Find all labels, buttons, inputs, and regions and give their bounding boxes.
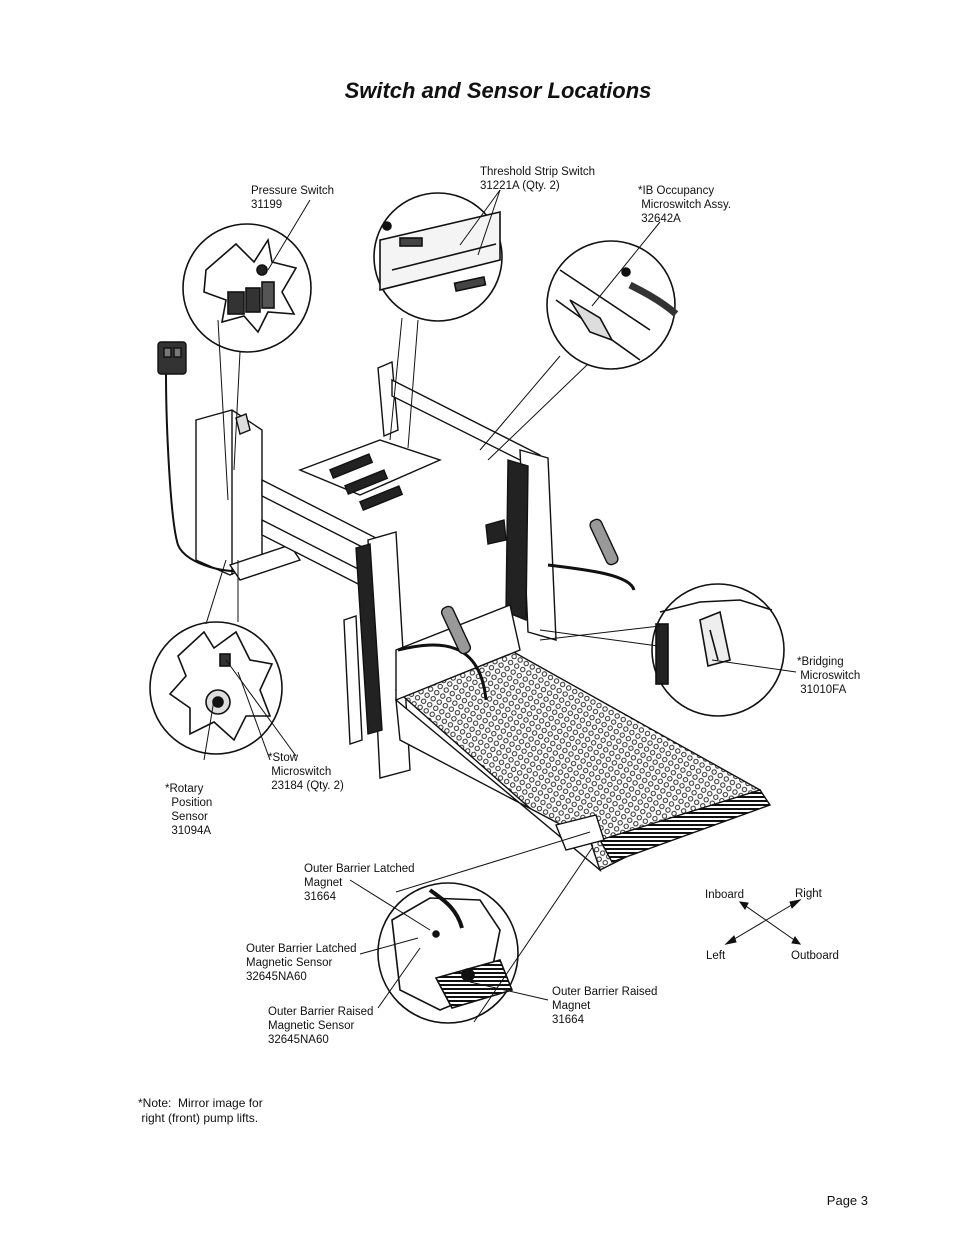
mirror-note: *Note: Mirror image for right (front) pu… xyxy=(138,1096,263,1125)
label-rotary-position-sensor: *Rotary Position Sensor 31094A xyxy=(165,783,213,837)
detail-rotary-stow xyxy=(149,621,283,755)
label-bridging-microswitch: *Bridging Microswitch 31010FA xyxy=(797,656,861,696)
leader-lines xyxy=(203,189,797,1023)
label-outer-barrier-raised-sensor: Outer Barrier Raised Magnetic Sensor 326… xyxy=(268,1006,374,1046)
label-stow-microswitch: *Stow Microswitch 23184 (Qty. 2) xyxy=(268,752,344,792)
lift-assembly xyxy=(157,341,772,873)
page-number: Page 3 xyxy=(826,1193,868,1208)
direction-right: Right xyxy=(795,888,822,900)
direction-left: Left xyxy=(706,950,726,962)
detail-bridging xyxy=(651,583,785,717)
direction-inboard: Inboard xyxy=(705,889,745,901)
detail-threshold-strip xyxy=(373,192,503,322)
detail-pressure-switch xyxy=(182,223,312,353)
label-outer-barrier-raised-magnet: Outer Barrier Raised Magnet 31664 xyxy=(552,986,658,1026)
label-outer-barrier-latched-sensor: Outer Barrier Latched Magnetic Sensor 32… xyxy=(246,943,357,983)
label-pressure-switch: Pressure Switch 31199 xyxy=(251,185,335,211)
detail-ib-occupancy xyxy=(546,240,679,370)
label-ib-occupancy-microswitch: *IB Occupancy Microswitch Assy. 32642A xyxy=(638,185,732,225)
direction-indicator xyxy=(724,899,802,945)
label-threshold-strip-switch: Threshold Strip Switch 31221A (Qty. 2) xyxy=(480,166,596,192)
label-outer-barrier-latched-magnet: Outer Barrier Latched Magnet 31664 xyxy=(304,863,415,903)
direction-outboard: Outboard xyxy=(791,950,839,962)
page-title: Switch and Sensor Locations xyxy=(344,78,652,103)
detail-outer-barrier xyxy=(377,882,519,1024)
